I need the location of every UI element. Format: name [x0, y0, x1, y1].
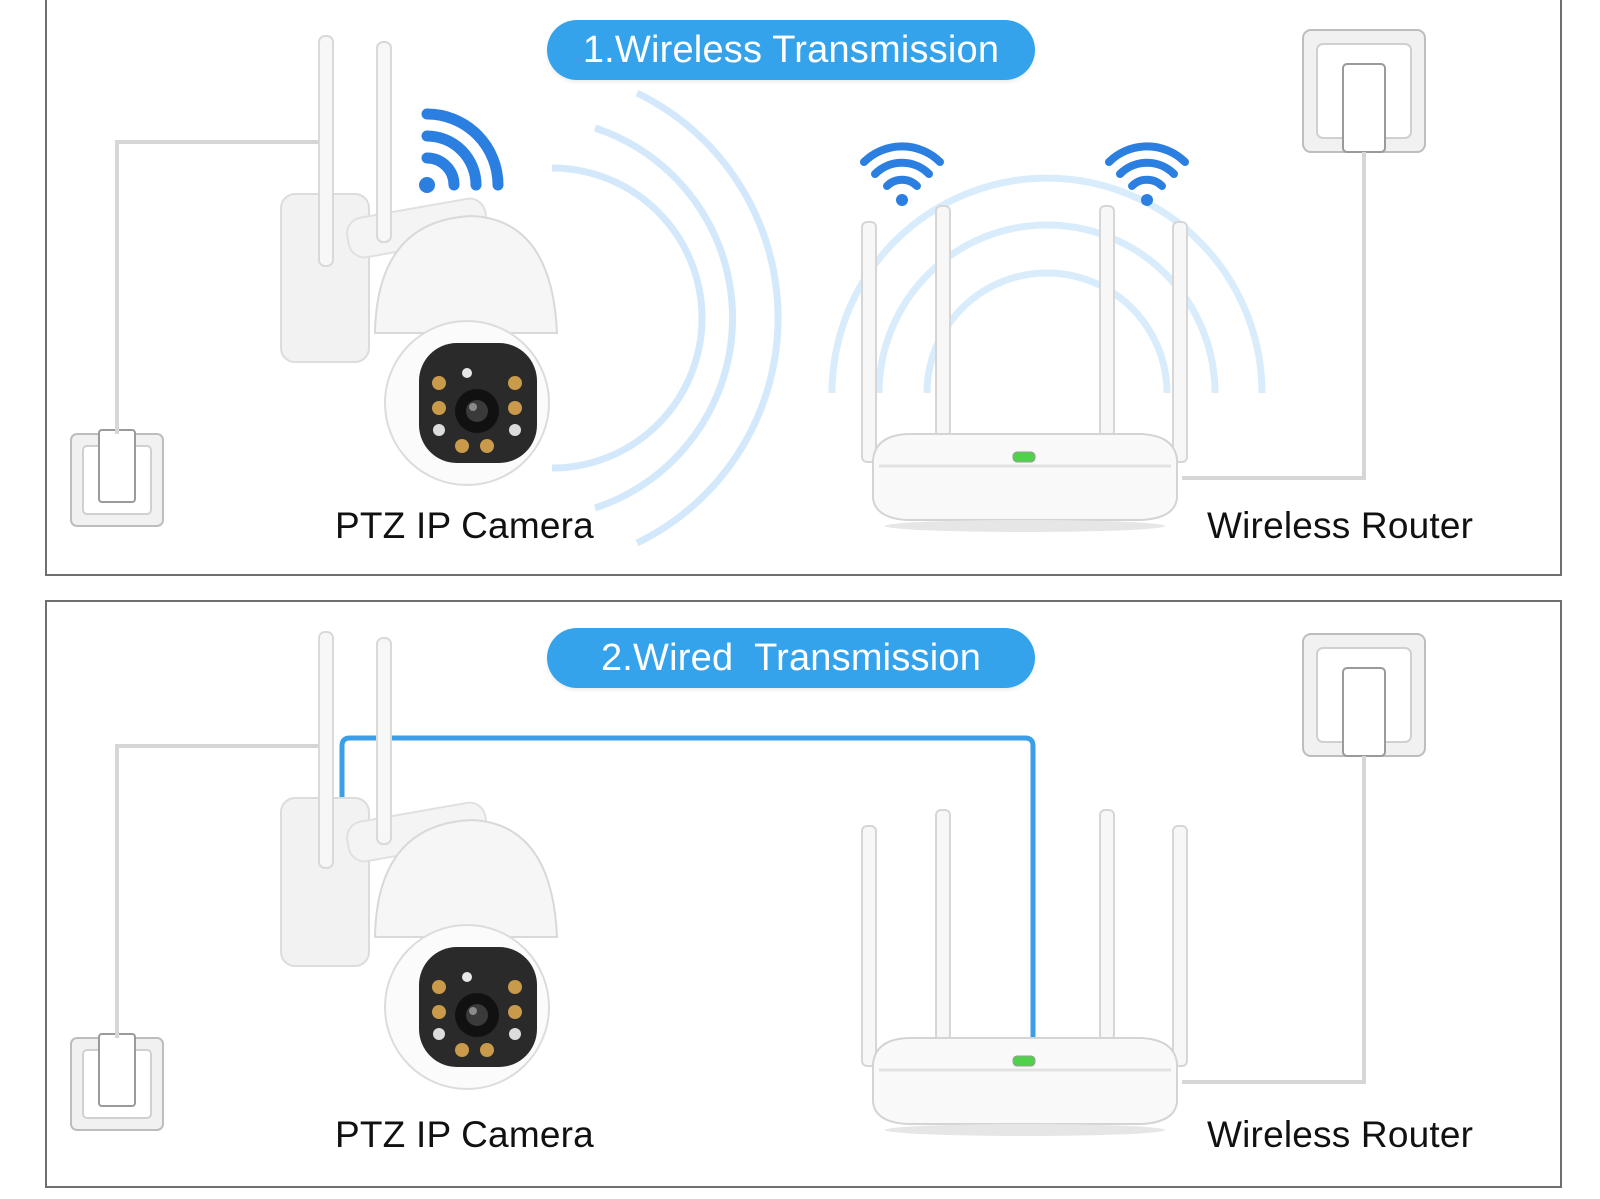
router-power-outlet: [1302, 29, 1426, 153]
router-power-outlet: [1302, 633, 1426, 757]
camera-label: PTZ IP Camera: [335, 1114, 594, 1155]
wired-transmission-title: 2.Wired Transmission: [547, 628, 1035, 688]
router-label: Wireless Router: [1207, 1114, 1474, 1155]
router-wifi-icon-right: [1105, 142, 1189, 206]
wired-scene: [70, 631, 1426, 1136]
wireless-scene: [70, 29, 1426, 547]
router-power-cable: [1182, 152, 1366, 480]
router-wifi-icon-left: [860, 142, 944, 206]
wired-transmission-panel: 2.Wired Transmission PTZ IP Camera Wirel…: [45, 600, 1562, 1188]
wireless-transmission-title: 1.Wireless Transmission: [547, 20, 1035, 80]
router-signal-waves: [828, 174, 1266, 394]
camera-power-cable: [115, 140, 322, 434]
router-power-cable: [1182, 756, 1366, 1084]
camera-signal-waves: [551, 89, 782, 547]
camera-wifi-icon: [419, 108, 504, 193]
router-label: Wireless Router: [1207, 505, 1474, 546]
wireless-router: [861, 809, 1188, 1136]
camera-power-outlet: [70, 1033, 164, 1131]
camera-label: PTZ IP Camera: [335, 505, 594, 546]
wireless-transmission-panel: 1.Wireless Transmission PTZ IP Camera Wi…: [45, 0, 1562, 576]
ptz-camera: [280, 631, 559, 1090]
camera-power-cable: [115, 744, 322, 1038]
wireless-router: [861, 205, 1188, 532]
ethernet-cable: [339, 735, 1036, 1042]
camera-power-outlet: [70, 429, 164, 527]
ptz-camera: [280, 35, 559, 486]
